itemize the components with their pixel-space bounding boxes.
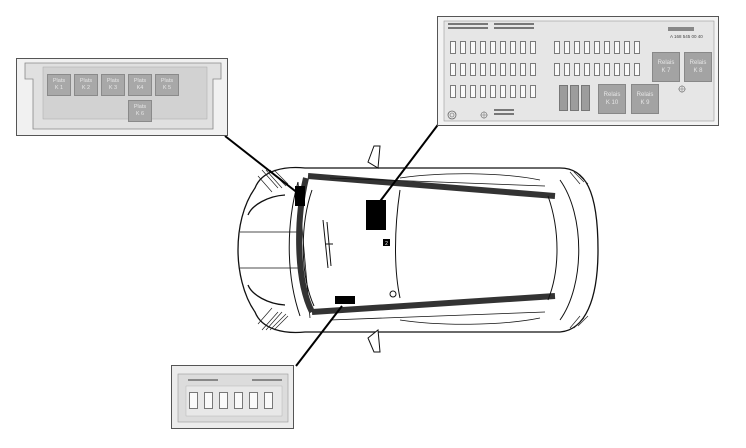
fuse-bottom-panel xyxy=(171,365,294,429)
fuse-slot xyxy=(594,41,600,54)
rear-marker-circle xyxy=(389,290,397,298)
fuse-slot xyxy=(249,392,258,409)
windshield-curve xyxy=(302,189,315,307)
fuse-slot xyxy=(584,63,590,76)
fuse-slot xyxy=(500,63,506,76)
rear-window xyxy=(547,195,558,301)
callout-box-fuse xyxy=(366,200,386,230)
fuse-slot xyxy=(450,85,456,98)
mirror-top xyxy=(367,145,381,169)
fuse-slot xyxy=(470,63,476,76)
windshield-curve-outer xyxy=(288,181,301,317)
fuse-slot xyxy=(574,63,580,76)
fuse-slot xyxy=(520,85,526,98)
fuse-slot xyxy=(564,41,570,54)
fuse-slot xyxy=(634,63,640,76)
side-window-bottom-2 xyxy=(399,317,541,325)
side-window-top-2 xyxy=(399,173,541,181)
windshield-top-band xyxy=(307,173,556,199)
fuse-slot xyxy=(624,41,630,54)
fuse-slot xyxy=(584,41,590,54)
callout-box-relay xyxy=(295,186,305,206)
fuse-slot xyxy=(219,392,228,409)
fuse-slot xyxy=(480,41,486,54)
fuse-slot xyxy=(204,392,213,409)
callout-box-bottom xyxy=(335,296,355,304)
fuse-slot xyxy=(554,63,560,76)
fuse-large xyxy=(559,85,568,111)
roof-seam xyxy=(395,189,401,299)
fuse-slot xyxy=(490,63,496,76)
mirror-bottom xyxy=(367,329,381,353)
car-marker-label: 2 xyxy=(385,241,388,247)
fuse-slot xyxy=(614,63,620,76)
windshield-bottom-band xyxy=(311,293,556,315)
fuse-slot xyxy=(264,392,273,409)
fuse-slot xyxy=(574,41,580,54)
fuse-slot xyxy=(510,85,516,98)
fuse-slot xyxy=(520,41,526,54)
fuse-slot xyxy=(460,63,466,76)
fuse-large xyxy=(581,85,590,111)
relay-panel-frame xyxy=(24,62,222,130)
fuse-slot xyxy=(604,63,610,76)
fuse-slot xyxy=(470,41,476,54)
fuse-slot xyxy=(530,63,536,76)
rear-hatch xyxy=(559,179,580,321)
fuse-slot xyxy=(510,63,516,76)
fuse-slot xyxy=(510,41,516,54)
fuse-panel-part-number: A 168 545 00 40 xyxy=(670,34,703,39)
fuse-slot xyxy=(554,41,560,54)
fuse-slot xyxy=(634,41,640,54)
leader-line-fuse xyxy=(377,121,441,205)
headlight-front-bottom xyxy=(257,307,289,331)
fuse-slot xyxy=(490,85,496,98)
leader-line-bottom xyxy=(295,305,343,367)
fuse-slot xyxy=(530,85,536,98)
fuse-slot xyxy=(614,41,620,54)
fuse-slot xyxy=(480,63,486,76)
rear-light-hatch xyxy=(569,171,589,329)
fuse-slot xyxy=(450,41,456,54)
leader-line-relay xyxy=(224,135,300,195)
side-window-bottom xyxy=(329,311,546,321)
fuse-slot xyxy=(530,41,536,54)
fuse-slot xyxy=(460,41,466,54)
fuse-slot xyxy=(470,85,476,98)
fuse-slot xyxy=(500,41,506,54)
fuse-slot xyxy=(500,85,506,98)
fuse-slot xyxy=(564,63,570,76)
wiper xyxy=(322,219,333,269)
fuse-slot xyxy=(234,392,243,409)
fuse-slot xyxy=(490,41,496,54)
side-window-top xyxy=(329,177,546,187)
fuse-slot xyxy=(450,63,456,76)
fuse-slot xyxy=(604,41,610,54)
fuse-slot xyxy=(460,85,466,98)
fuse-slot xyxy=(594,63,600,76)
fuse-large xyxy=(570,85,579,111)
fuse-slot xyxy=(520,63,526,76)
fuse-slot xyxy=(480,85,486,98)
fuse-slot xyxy=(189,392,198,409)
fuse-slot xyxy=(624,63,630,76)
